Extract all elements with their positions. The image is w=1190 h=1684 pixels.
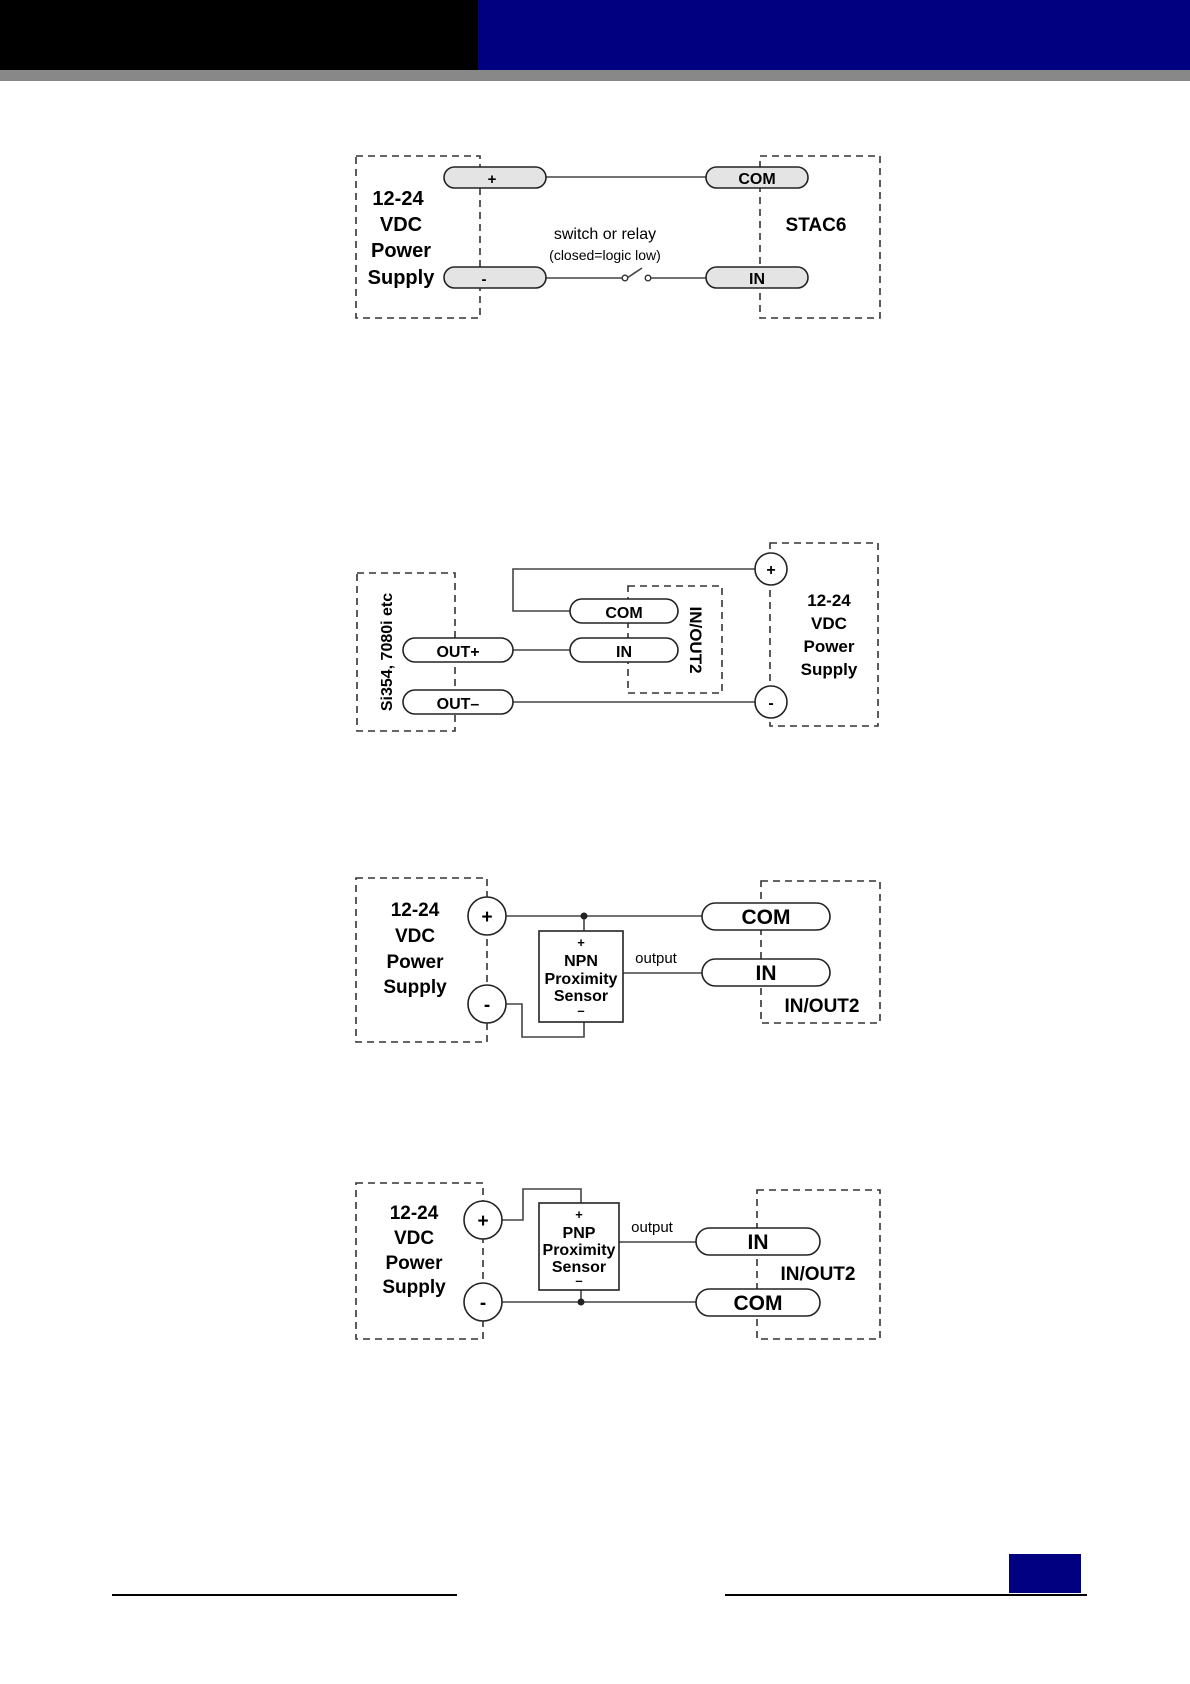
supply-label-line4: Supply (382, 1277, 446, 1298)
supply-label-line2: VDC (380, 214, 422, 236)
supply-label-line2: VDC (811, 614, 847, 633)
terminal-minus-label: - (484, 995, 490, 1016)
sensor-label-line1: + (575, 1207, 583, 1222)
terminal-com-label: COM (738, 171, 775, 188)
sensor-label-line5: – (575, 1273, 582, 1288)
sensor-label-line5: – (577, 1003, 584, 1018)
sensor-label-line3: Proximity (545, 971, 618, 988)
supply-label-line2: VDC (395, 926, 435, 947)
supply-label-line3: Power (385, 1253, 443, 1274)
sensor-label-line1: + (577, 935, 585, 950)
switch-blade (627, 268, 642, 278)
terminal-com-label: COM (734, 1292, 783, 1315)
junction-minus (578, 1299, 585, 1306)
supply-label-line1: 12-24 (807, 591, 851, 610)
header-rule (0, 70, 1190, 81)
supply-label-line4: Supply (383, 977, 447, 998)
switch-contact-right (645, 275, 651, 281)
terminal-in-label: IN (749, 271, 765, 288)
output-label: output (631, 1219, 674, 1236)
switch-label: switch or relay (554, 226, 656, 243)
port-label: IN/OUT2 (686, 606, 705, 673)
terminal-out-minus-label: OUT– (437, 696, 480, 713)
supply-label-line4: Supply (801, 660, 858, 679)
supply-label-line4: Supply (368, 267, 436, 289)
sensor-label-line2: PNP (563, 1225, 596, 1242)
header-bar-blue (478, 0, 1190, 70)
supply-label-line3: Power (371, 240, 431, 262)
junction-plus (581, 913, 588, 920)
terminal-minus-label: - (482, 271, 487, 288)
switch-sublabel: (closed=logic low) (549, 247, 661, 263)
terminal-out-plus-label: OUT+ (436, 644, 479, 661)
terminal-minus-label: - (768, 695, 773, 712)
supply-label-line2: VDC (394, 1228, 434, 1249)
supply-label-line3: Power (803, 637, 854, 656)
terminal-plus-label: + (481, 907, 492, 928)
terminal-minus (444, 267, 546, 288)
diagram-npn-sensor: 12-24 VDC Power Supply + NPN Proximity S… (0, 870, 1190, 1050)
terminal-plus-label: + (766, 562, 775, 579)
port-label: IN/OUT2 (781, 1264, 856, 1285)
terminal-in-label: IN (756, 962, 777, 985)
supply-label-line1: 12-24 (391, 900, 440, 921)
diagram-pnp-sensor: 12-24 VDC Power Supply + PNP Proximity S… (0, 1175, 1190, 1345)
terminal-com-label: COM (742, 906, 791, 929)
sensor-label-line3: Proximity (543, 1242, 616, 1259)
terminal-plus-label: + (488, 171, 497, 188)
supply-label-line3: Power (386, 952, 444, 973)
device-label: STAC6 (786, 215, 847, 236)
output-label: output (635, 950, 678, 967)
page-number-box (1009, 1554, 1081, 1593)
source-label: Si354, 7080i etc (379, 593, 396, 711)
terminal-minus-label: - (480, 1293, 486, 1314)
footer-rule-right (725, 1594, 1087, 1596)
supply-label-line1: 12-24 (390, 1203, 439, 1224)
terminal-in-label: IN (748, 1231, 769, 1254)
header-bar-black (0, 0, 478, 70)
terminal-plus-label: + (477, 1211, 488, 1232)
footer-rule-left (112, 1594, 457, 1596)
diagram-switch-relay: 12-24 VDC Power Supply + - COM IN switch… (0, 150, 1190, 330)
diagram-drive-output: Si354, 7080i etc IN/OUT2 OUT+ OUT– COM I… (0, 535, 1190, 735)
terminal-in-label: IN (616, 644, 632, 661)
sensor-label-line2: NPN (564, 953, 598, 970)
terminal-com-label: COM (605, 605, 642, 622)
switch-contact-left (622, 275, 628, 281)
port-label: IN/OUT2 (785, 996, 860, 1017)
supply-label-line1: 12-24 (372, 188, 424, 210)
